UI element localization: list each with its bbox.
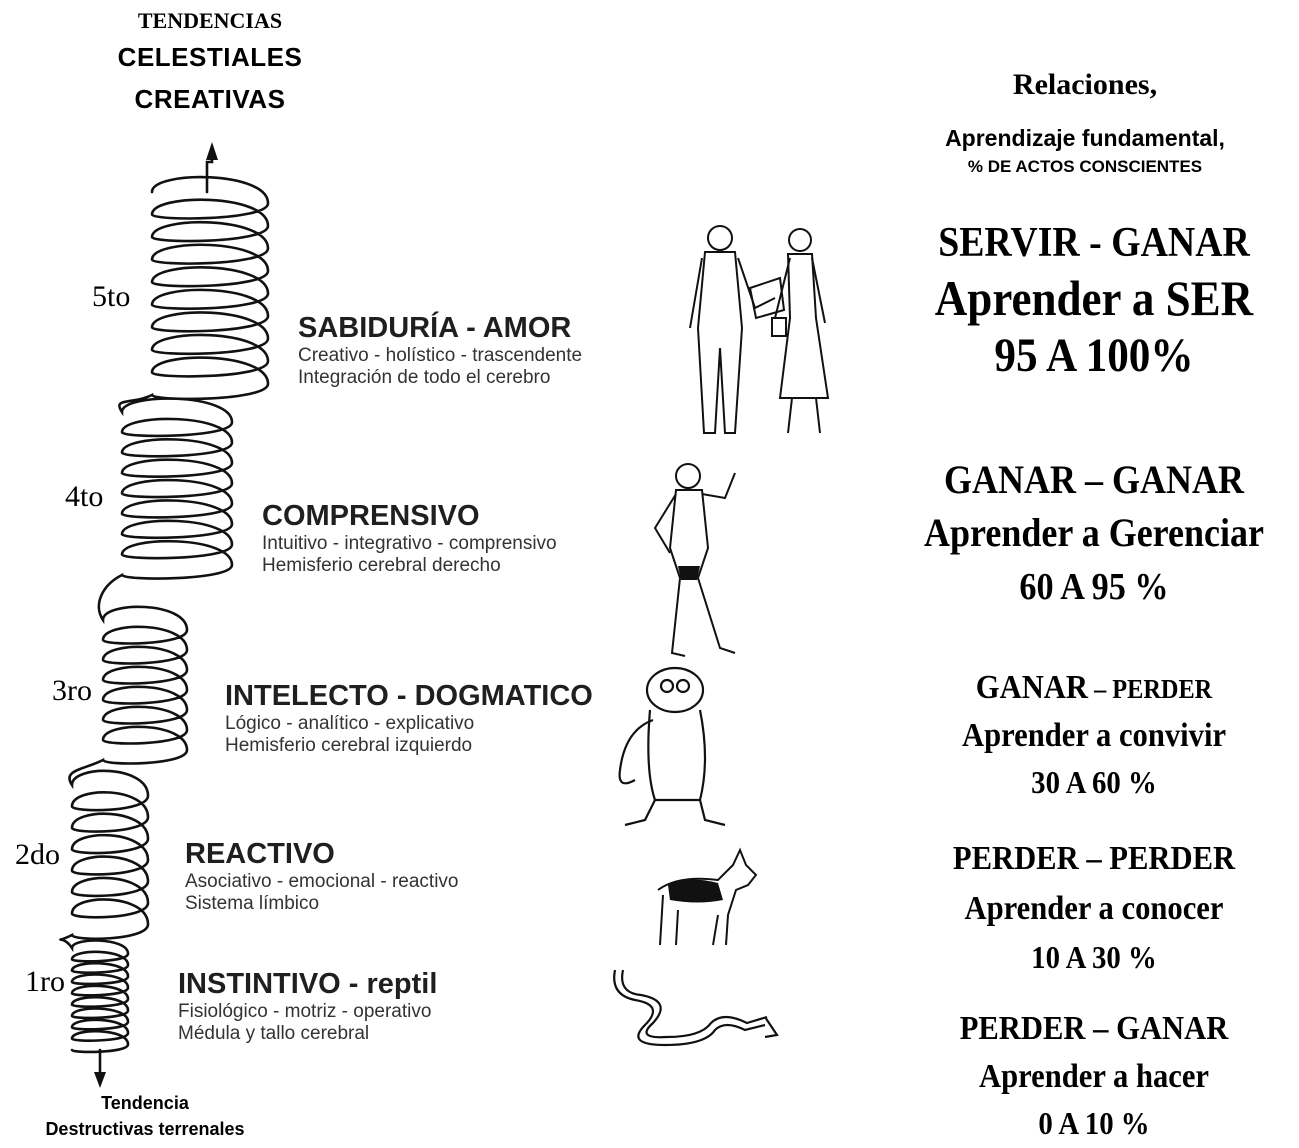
stage-line: Sistema límbico (185, 893, 320, 914)
relation-percent: 30 A 60 % (1031, 764, 1157, 800)
relation-learning: Aprender a conocer (964, 890, 1224, 927)
spiral-diagram (59, 142, 270, 1088)
stage-line: Asociativo - emocional - reactivo (185, 871, 459, 892)
relation-1: PERDER – GANAR Aprender a hacer 0 A 10 % (901, 1005, 1288, 1145)
right-header-line3: % DE ACTOS CONSCIENTES (967, 157, 1203, 176)
stage-title: REACTIVO (185, 838, 335, 870)
monkey-figure (618, 666, 726, 827)
top-title-line2: CELESTIALES (117, 42, 303, 72)
stage-5: SABIDURÍA - AMOR Creativo - holístico - … (298, 312, 582, 389)
relation-type-a: GANAR (975, 669, 1088, 706)
relation-5: SERVIR - GANAR Aprender a SER 95 A 100% (901, 218, 1288, 384)
stage-title: SABIDURÍA - AMOR (298, 312, 572, 344)
relation-learning: Aprender a Gerenciar (924, 510, 1264, 555)
relation-learning: Aprender a convivir (961, 717, 1227, 754)
stage-1: INSTINTIVO - reptil Fisiológico - motriz… (178, 968, 437, 1045)
relation-type: PERDER – GANAR (959, 1010, 1229, 1047)
stage-title: INSTINTIVO - reptil (178, 968, 438, 1000)
relation-3: GANAR – PERDER Aprender a convivir 30 A … (901, 665, 1288, 804)
level-label-1: 1ro (25, 965, 65, 998)
dog-figure (657, 847, 758, 946)
snake-figure (613, 969, 779, 1047)
relation-percent: 10 A 30 % (1031, 939, 1157, 975)
right-header-line2: Aprendizaje fundamental, (945, 125, 1225, 151)
spiral-coil (59, 175, 270, 1054)
relation-type: GANAR – GANAR (943, 457, 1244, 502)
relation-type: GANAR – PERDER (901, 665, 1288, 712)
relation-learning: Aprender a hacer (978, 1058, 1210, 1095)
level-label-2: 2do (15, 838, 60, 871)
relation-type: SERVIR - GANAR (938, 220, 1250, 266)
stage-line: Médula y tallo cerebral (178, 1023, 370, 1044)
stage-3: INTELECTO - DOGMATICO Lógico - analítico… (225, 680, 593, 757)
relation-learning: Aprender a SER (934, 270, 1254, 326)
down-arrow-head (94, 1072, 106, 1088)
stage-line: Intuitivo - integrativo - comprensivo (262, 533, 557, 554)
stage-2: REACTIVO Asociativo - emocional - reacti… (185, 838, 459, 915)
bottom-title-line2: Destructivas terrenales (45, 1119, 245, 1139)
level-label-3: 3ro (52, 674, 92, 707)
stage-line: Hemisferio cerebral derecho (262, 555, 501, 576)
stage-title: COMPRENSIVO (262, 500, 480, 532)
level-label-5: 5to (92, 280, 131, 313)
stage-title: INTELECTO - DOGMATICO (225, 680, 593, 712)
bottom-title-line1: Tendencia (101, 1093, 189, 1113)
right-header-line1: Relaciones, (1012, 68, 1158, 101)
stage-line: Integración de todo el cerebro (298, 367, 551, 388)
stage-line: Creativo - holístico - trascendente (298, 345, 583, 366)
top-title-line1: TENDENCIAS (137, 8, 283, 33)
couple-figure (689, 225, 830, 434)
relation-type: PERDER – PERDER (952, 840, 1236, 877)
stage-line: Hemisferio cerebral izquierdo (225, 735, 473, 756)
up-arrow-head (206, 142, 218, 160)
top-title-line3: CREATIVAS (134, 84, 286, 114)
relation-2: PERDER – PERDER Aprender a conocer 10 A … (901, 834, 1288, 980)
level-label-4: 4to (65, 480, 104, 513)
relation-percent: 0 A 10 % (1038, 1105, 1150, 1141)
stage-line: Lógico - analítico - explicativo (225, 713, 475, 734)
relation-percent: 95 A 100% (994, 329, 1194, 382)
stage-4: COMPRENSIVO Intuitivo - integrativo - co… (262, 500, 557, 577)
stage-line: Fisiológico - motriz - operativo (178, 1001, 432, 1022)
man-figure (653, 463, 736, 657)
relation-4: GANAR – GANAR Aprender a Gerenciar 60 A … (901, 455, 1288, 613)
relation-percent: 60 A 95 % (1019, 566, 1169, 608)
relation-type-b: – PERDER (1087, 674, 1213, 704)
